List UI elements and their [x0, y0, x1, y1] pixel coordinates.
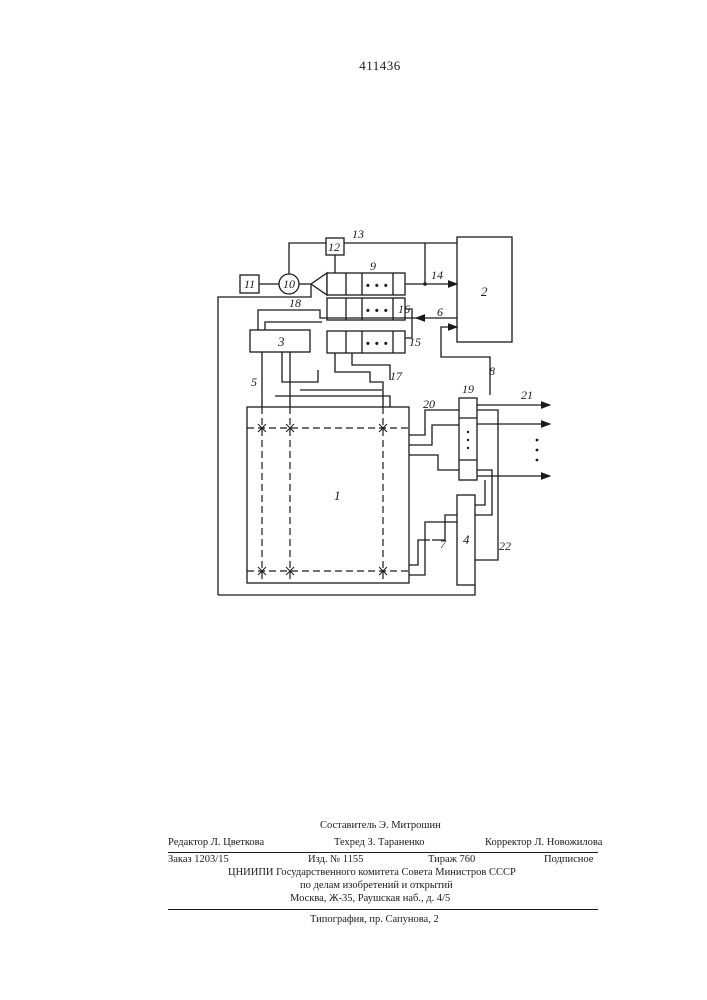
label-16: 16	[398, 302, 410, 316]
print-run: Тираж 760	[428, 854, 475, 865]
label-6: 6	[437, 305, 443, 319]
compiler: Составитель Э. Митрошин	[320, 820, 441, 831]
corrector: Корректор Л. Новожилова	[485, 837, 602, 848]
label-5: 5	[251, 375, 257, 389]
label-17: 17	[390, 369, 403, 383]
label-21: 21	[521, 388, 533, 402]
editor: Редактор Л. Цветкова	[168, 837, 264, 848]
label-15: 15	[409, 335, 421, 349]
label-2: 2	[481, 284, 488, 299]
label-14: 14	[431, 268, 443, 282]
matrix-1	[247, 407, 409, 583]
label-4: 4	[463, 532, 470, 547]
publisher-block: Заказ 1203/15 Изд. № 1155 Тираж 760 Подп…	[168, 854, 598, 906]
label-11: 11	[244, 277, 255, 291]
techred: Техред З. Тараненко	[334, 837, 424, 848]
label-19: 19	[462, 382, 474, 396]
label-1: 1	[334, 488, 341, 503]
order: Заказ 1203/15	[168, 854, 229, 865]
label-12: 12	[328, 240, 340, 254]
rule-bottom	[168, 909, 598, 910]
label-10: 10	[283, 277, 295, 291]
amplifier-triangle	[311, 273, 327, 295]
register-15-dots: • • •	[366, 338, 389, 350]
subscription: Подписное	[544, 854, 593, 865]
imprint-block: Составитель Э. Митрошин Редактор Л. Цвет…	[168, 820, 598, 855]
printing-block: Типография, пр. Сапунова, 2	[168, 914, 598, 930]
label-18: 18	[289, 296, 301, 310]
register-9-dots: • • •	[366, 280, 389, 292]
org-line-2: по делам изобретений и открытий	[300, 880, 453, 891]
edition-no: Изд. № 1155	[308, 854, 363, 865]
org-line-1: ЦНИИПИ Государственного комитета Совета …	[228, 867, 516, 878]
label-9: 9	[370, 259, 376, 273]
label-22: 22	[499, 539, 511, 553]
printing-house: Типография, пр. Сапунова, 2	[310, 914, 439, 925]
label-13: 13	[352, 227, 364, 241]
register-16-dots: • • •	[366, 305, 389, 317]
label-20: 20	[423, 397, 435, 411]
rule-top	[168, 852, 598, 853]
label-8: 8	[489, 364, 495, 378]
label-7: 7	[440, 537, 447, 551]
org-line-3: Москва, Ж-35, Раушская наб., д. 4/5	[290, 893, 450, 904]
label-3: 3	[277, 334, 285, 349]
